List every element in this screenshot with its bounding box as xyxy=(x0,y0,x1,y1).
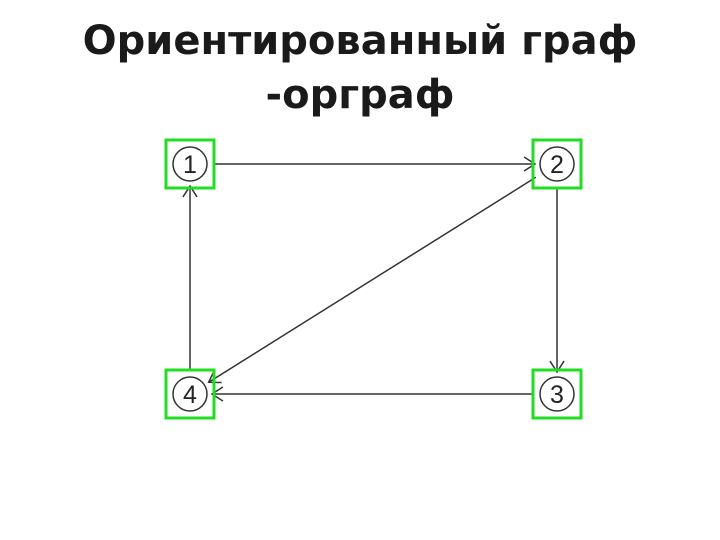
node-4: 4 xyxy=(164,368,216,420)
title-line-1: Ориентированный граф xyxy=(82,18,638,64)
node-circle xyxy=(172,146,208,182)
node-label: 1 xyxy=(183,151,197,179)
arrowhead-icon xyxy=(207,370,222,384)
node-label: 2 xyxy=(550,151,564,179)
arrowhead-icon xyxy=(182,184,198,198)
node-highlight-box xyxy=(531,138,583,190)
slide-title: Ориентированный граф -орграф xyxy=(0,14,720,122)
title-line-2: -орграф xyxy=(265,72,455,118)
edge-2-4 xyxy=(207,176,537,384)
edges-layer xyxy=(182,156,565,402)
edge-4-1 xyxy=(182,184,198,369)
node-2: 2 xyxy=(531,138,583,190)
node-label: 4 xyxy=(183,381,197,409)
edge-1-2 xyxy=(215,156,537,172)
node-circle xyxy=(539,146,575,182)
node-circle xyxy=(172,376,208,412)
node-highlight-box xyxy=(531,368,583,420)
node-circle xyxy=(539,376,575,412)
arrowhead-icon xyxy=(523,156,537,172)
node-highlight-box xyxy=(164,138,216,190)
node-label: 3 xyxy=(550,381,564,409)
node-3: 3 xyxy=(531,368,583,420)
arrowhead-icon xyxy=(210,386,224,402)
edge-2-3 xyxy=(549,189,565,374)
arrowhead-icon xyxy=(549,360,565,374)
edge-3-4 xyxy=(210,386,532,402)
node-highlight-box xyxy=(164,368,216,420)
nodes-layer: 1 2 3 4 xyxy=(164,138,583,420)
node-1: 1 xyxy=(164,138,216,190)
edge-line xyxy=(208,176,537,383)
